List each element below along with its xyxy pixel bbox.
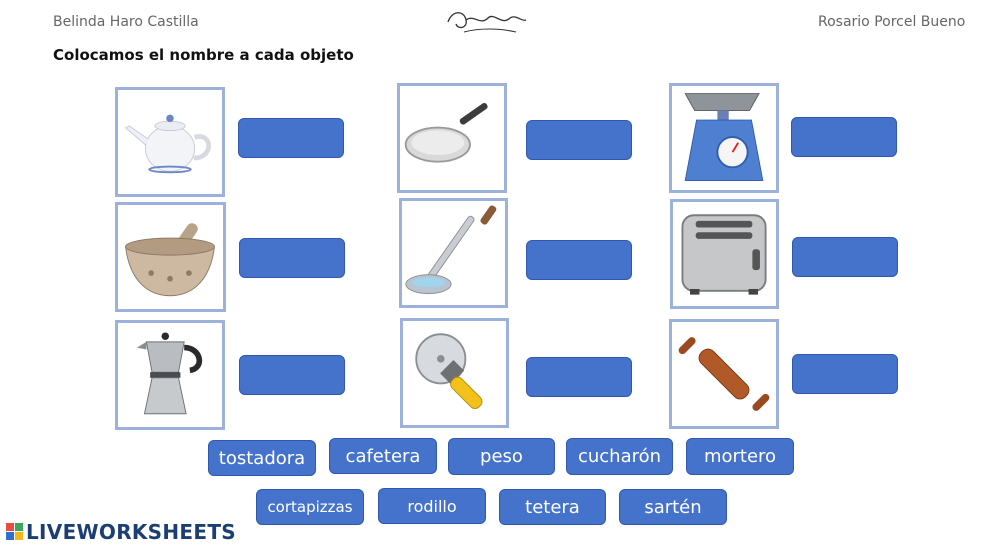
author-left: Belinda Haro Castilla — [53, 14, 199, 30]
answer-slot-4[interactable] — [239, 238, 345, 278]
word-mortero[interactable]: mortero — [686, 438, 794, 475]
word-tetera[interactable]: tetera — [499, 489, 606, 525]
answer-slot-5[interactable] — [526, 240, 632, 280]
liveworksheets-icon — [6, 523, 23, 540]
word-tostadora[interactable]: tostadora — [208, 440, 316, 476]
image-toaster — [670, 199, 779, 309]
answer-slot-2[interactable] — [526, 120, 632, 160]
mortar-pestle-icon — [125, 223, 215, 297]
ladle-icon — [405, 205, 497, 295]
image-rolling-pin — [669, 319, 779, 429]
instruction-title: Colocamos el nombre a cada objeto — [53, 46, 354, 64]
answer-slot-8[interactable] — [526, 357, 632, 397]
image-ladle — [399, 198, 508, 308]
image-frying-pan — [397, 83, 507, 193]
word-peso[interactable]: peso — [448, 438, 555, 475]
author-right: Rosario Porcel Bueno — [818, 14, 966, 30]
toaster-icon — [681, 214, 767, 295]
coffee-maker-icon — [136, 332, 203, 415]
image-kitchen-scale — [669, 83, 779, 193]
answer-slot-6[interactable] — [792, 237, 898, 277]
answer-slot-3[interactable] — [791, 117, 897, 157]
answer-slot-9[interactable] — [792, 354, 898, 394]
image-mortar — [115, 202, 226, 312]
word-rodillo[interactable]: rodillo — [378, 488, 486, 524]
brand-name: LIVEWORKSHEETS — [26, 520, 237, 544]
word-cortapizzas[interactable]: cortapizzas — [256, 489, 364, 525]
liveworksheets-logo: LIVEWORKSHEETS — [6, 520, 236, 544]
kitchen-scale-icon — [684, 93, 764, 182]
image-coffee-maker — [115, 320, 225, 430]
pizza-cutter-icon — [415, 333, 483, 410]
image-pizza-cutter — [400, 318, 509, 428]
answer-slot-7[interactable] — [239, 355, 345, 395]
answer-slot-1[interactable] — [238, 118, 344, 158]
word-sarten[interactable]: sartén — [619, 489, 727, 525]
teapot-icon — [124, 114, 211, 174]
signature-logo — [444, 4, 528, 40]
rolling-pin-icon — [678, 337, 770, 411]
image-teapot — [115, 87, 225, 197]
frying-pan-icon — [404, 102, 488, 163]
word-cucharon[interactable]: cucharón — [566, 438, 673, 475]
word-cafetera[interactable]: cafetera — [329, 438, 437, 474]
